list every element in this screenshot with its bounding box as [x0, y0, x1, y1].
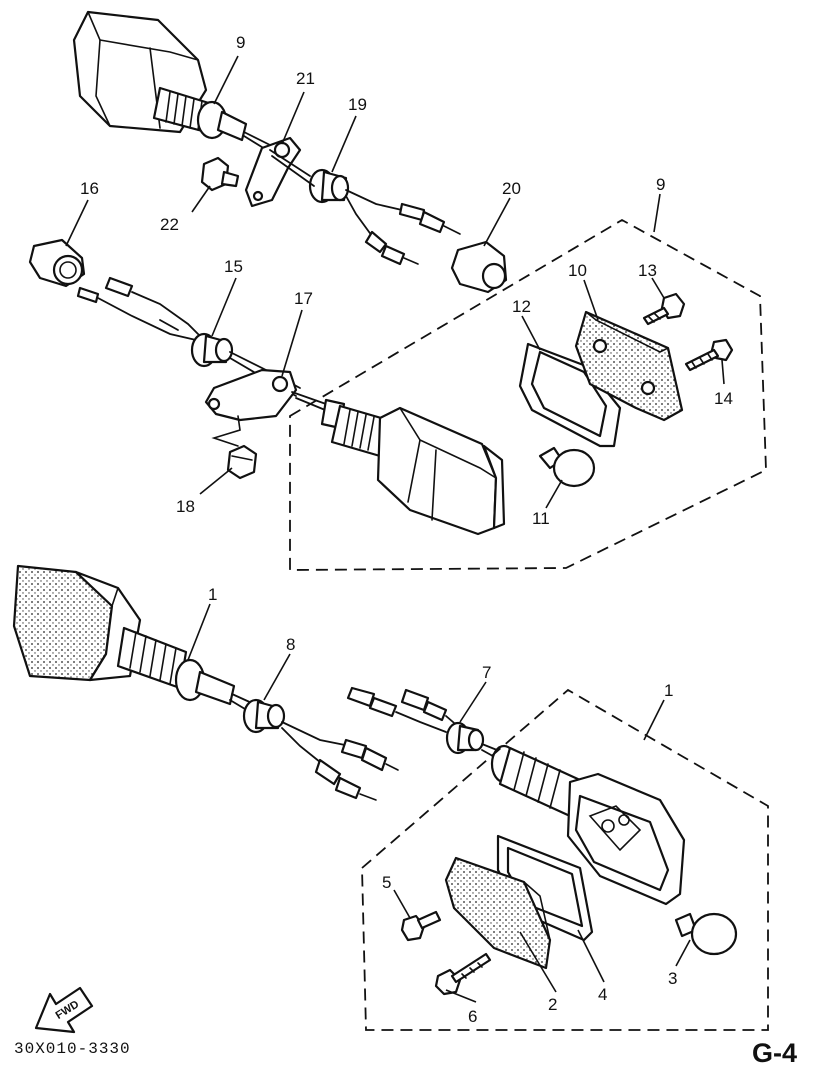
bolt-part-18	[226, 444, 258, 480]
callout-12: 12	[512, 297, 531, 316]
bulb-part-11	[538, 446, 596, 488]
callout-2: 2	[548, 995, 557, 1014]
cap-part-16	[28, 238, 86, 288]
turn-signal-center	[291, 391, 506, 536]
callout-11: 11	[532, 509, 550, 528]
grommet-part-8	[242, 698, 399, 801]
callout-22: 22	[160, 215, 179, 234]
bulb-part-3	[674, 912, 738, 956]
callout-1-lower: 1	[664, 681, 673, 700]
gasket-part-4	[496, 834, 594, 942]
screw-part-14	[684, 338, 734, 372]
wire-harness-part-15	[76, 276, 201, 341]
lens-part-2	[444, 856, 552, 970]
callout-14: 14	[714, 389, 733, 408]
grommet-part-15	[190, 332, 301, 397]
callout-1-upper: 1	[208, 585, 217, 604]
callout-7: 7	[482, 663, 491, 682]
callout-5: 5	[382, 873, 391, 892]
callout-10: 10	[568, 261, 587, 280]
screw-part-5	[400, 910, 442, 942]
leader-lines	[65, 55, 725, 1003]
fwd-arrow-icon: FWD	[34, 986, 94, 1034]
turn-signal-lower-left	[12, 564, 255, 713]
callout-4: 4	[598, 985, 607, 1004]
callout-17: 17	[294, 289, 313, 308]
callout-6: 6	[468, 1007, 477, 1026]
lens-part-10	[574, 310, 684, 422]
callout-16: 16	[80, 179, 99, 198]
rubber-cap-part-20	[450, 240, 508, 294]
screw-part-6	[434, 952, 492, 996]
turn-signal-lower-right	[490, 744, 686, 906]
assembly-boundary-upper	[289, 218, 767, 571]
callout-20: 20	[502, 179, 521, 198]
callout-13: 13	[638, 261, 657, 280]
callout-15: 15	[224, 257, 243, 276]
drawing-reference-code: 30X010-3330	[14, 1040, 131, 1058]
screw-part-13	[642, 292, 686, 326]
bolt-part-22	[200, 156, 240, 192]
page-id: G-4	[752, 1038, 798, 1068]
callout-8: 8	[286, 635, 295, 654]
grommet-part-7	[346, 686, 503, 761]
bracket-part-17	[204, 368, 298, 447]
callout-3: 3	[668, 969, 677, 988]
callout-9-right: 9	[656, 175, 665, 194]
bracket-part-21	[244, 136, 302, 208]
callout-9-top: 9	[236, 33, 245, 52]
callout-labels: 9 21 19 22 16 20 9 10 13 12 14 15 17 18 …	[80, 33, 733, 1026]
callout-21: 21	[296, 69, 315, 88]
assembly-boundary-lower	[361, 688, 769, 1031]
callout-18: 18	[176, 497, 195, 516]
grommet-part-19	[269, 149, 461, 266]
turn-signal-upper-left	[72, 10, 273, 153]
callout-19: 19	[348, 95, 367, 114]
